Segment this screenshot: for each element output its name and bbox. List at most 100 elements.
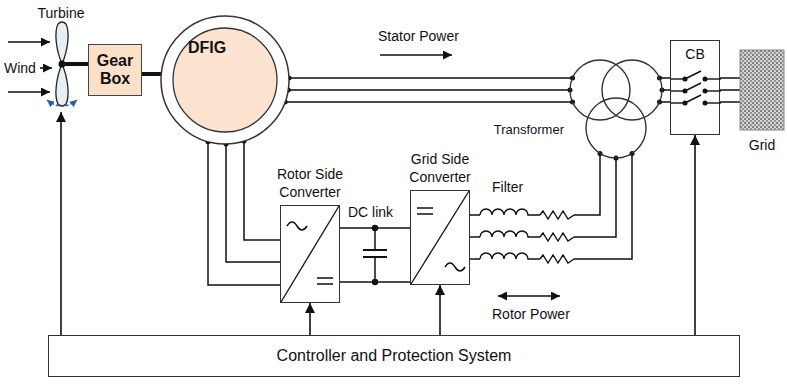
grid-side-converter-outline-part (445, 263, 465, 271)
turbine-blades-part (56, 64, 68, 106)
wind-label: Wind (4, 60, 36, 76)
node-label: Transformer (494, 122, 564, 137)
transformer: Transformer (570, 60, 662, 158)
node-label: Grid Side Converter (409, 151, 470, 185)
dc-link-capacitor-part (363, 249, 387, 251)
text-holder: Controller and Protection System (49, 336, 739, 376)
dfig-machine-outline (160, 15, 290, 145)
connector (283, 76, 575, 105)
rotor-side-converter-outline (281, 206, 339, 302)
connector-line (470, 158, 616, 237)
connector-line (244, 141, 280, 240)
node-label: DFIG (188, 39, 226, 56)
resistor-symbol (540, 255, 574, 263)
circuit-breaker-outline-part-part (685, 71, 701, 79)
grid-side-converter-outline-part (411, 191, 469, 284)
circuit-breaker-outline-part-part (685, 95, 701, 103)
connector-line (470, 153, 632, 259)
shaft-line (142, 74, 161, 75)
connector (470, 151, 635, 259)
grid-side-converter-outline (411, 191, 469, 284)
text-holder: Rotor Power (492, 305, 570, 323)
text-holder: Rotor Side Converter (267, 165, 353, 201)
controller-box: Controller and Protection System (48, 335, 740, 377)
turbine-blades-part (56, 22, 68, 64)
text-holder: Turbine (26, 4, 96, 22)
grid-block-outline-part (740, 50, 784, 130)
circuit-breaker: CB (670, 40, 720, 135)
connector (695, 135, 696, 335)
circuit-breaker-outline-part-part (703, 101, 707, 105)
dc-link-capacitor-part (373, 280, 378, 285)
grid-side-converter: Grid Side Converter (410, 190, 470, 285)
node-label: Rotor Side Converter (277, 166, 343, 200)
transformer-outline-part-part (602, 60, 662, 120)
grid-side-converter-outline-part (417, 208, 433, 214)
connector (206, 139, 281, 285)
text-holder: Filter (492, 178, 523, 196)
connector (340, 228, 410, 282)
stator-power-arrow (380, 54, 452, 56)
transformer-outline-part-part (586, 98, 646, 158)
inductor-symbol (480, 253, 540, 259)
turbine: Turbine (38, 4, 84, 112)
text-holder: Transformer (494, 120, 564, 138)
connector (61, 112, 62, 335)
dc-link-capacitor (362, 226, 388, 285)
gear-box: Gear Box (88, 44, 142, 96)
connector-line (208, 142, 280, 285)
circuit-breaker-outline-part-part (683, 101, 687, 105)
circuit-breaker-outline-part-part (703, 77, 707, 81)
dc-link-label: DC link (348, 204, 393, 220)
connector-line (439, 285, 441, 335)
node-label: Grid (749, 137, 775, 153)
dfig-machine: DFIG (160, 15, 290, 145)
circuit-breaker-outline-part (671, 71, 721, 105)
power-flow-label: Rotor Power (492, 306, 570, 322)
grid-block-outline (740, 50, 784, 130)
dc-link-capacitor-part (374, 257, 376, 282)
wind-arrows-part (8, 91, 50, 93)
rotor-power-arrow (498, 295, 560, 297)
connector-line (60, 112, 62, 335)
node-label: Turbine (38, 5, 85, 21)
connector-line (470, 153, 600, 215)
rotor-side-converter-outline-part (317, 278, 333, 284)
inductor-symbol (480, 231, 540, 237)
text-holder: CB (671, 45, 719, 63)
transformer-outline (570, 60, 662, 158)
node-label: CB (685, 46, 704, 62)
power-flow-label: Stator Power (378, 28, 459, 44)
connector-line (720, 89, 740, 91)
connector (310, 303, 311, 335)
connector-line (694, 135, 696, 335)
rotor-side-converter: Rotor Side Converter (280, 205, 340, 303)
connector-line (720, 101, 740, 103)
text-holder: Grid (728, 136, 787, 154)
wind-arrows-part (8, 41, 50, 43)
transformer-outline-part-part (570, 60, 630, 120)
dfig-machine-outline-part (173, 28, 277, 132)
connector-line (720, 77, 740, 79)
circuit-breaker-outline-part-part (683, 77, 687, 81)
connector-line (285, 101, 572, 103)
node-label: Controller and Protection System (277, 347, 512, 365)
connector-line (288, 89, 570, 91)
dc-link-capacitor-part (373, 226, 378, 231)
circuit-breaker-outline-part-part (703, 89, 707, 93)
pitch-arrow (47, 100, 77, 106)
connector-line (226, 144, 280, 262)
connector-line (289, 77, 573, 79)
resistor-symbol (540, 233, 574, 241)
connector (440, 285, 441, 335)
connector (720, 78, 740, 102)
text-holder: Gear Box (89, 45, 141, 95)
turbine-hub (59, 61, 66, 68)
wind-arrows-part (40, 67, 52, 69)
grid-block: Grid (740, 50, 784, 130)
text-holder: Stator Power (378, 27, 459, 45)
rotor-side-converter-outline-part (287, 222, 307, 230)
text-holder: DFIG (188, 39, 226, 57)
